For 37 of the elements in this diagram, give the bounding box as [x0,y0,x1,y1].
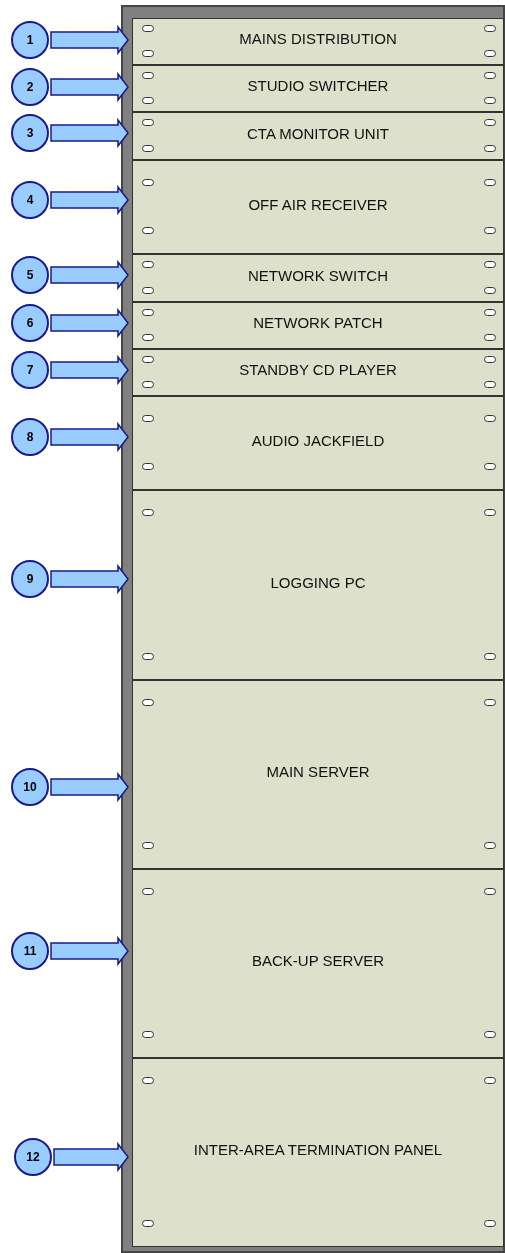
panel-label: OFF AIR RECEIVER [248,194,388,215]
panel-label: STANDBY CD PLAYER [239,360,397,381]
rack-unit-panel [132,490,504,680]
rack-unit-panel [132,396,504,490]
panel-label: NETWORK PATCH [253,313,383,334]
panel-label: MAINS DISTRIBUTION [239,29,397,50]
rack-unit-panel [132,349,504,396]
block-arrow [50,771,129,803]
panel-label: LOGGING PC [270,572,366,593]
rack-unit-panel [132,254,504,302]
panel-label: STUDIO SWITCHER [247,76,389,97]
panel-label: MAIN SERVER [266,762,370,783]
rack-unit-panel [132,18,504,65]
rack-unit-panel [132,869,504,1058]
block-arrow [50,307,129,339]
block-arrow [50,24,129,56]
block-arrow [50,935,129,967]
block-arrow [50,421,129,453]
rack-unit-panel [132,65,504,112]
block-arrow [50,354,129,386]
panel-label: AUDIO JACKFIELD [251,430,385,451]
block-arrow [50,259,129,291]
rack-unit-panel [132,680,504,869]
block-arrow [50,71,129,103]
rack-unit-panel [132,112,504,160]
panel-label: INTER-AREA TERMINATION PANEL [193,1140,443,1161]
panel-label: NETWORK SWITCH [248,265,388,286]
rack-unit-panel [132,1058,504,1247]
rack-unit-panel [132,302,504,349]
block-arrow [50,117,129,149]
rack-unit-panel [132,160,504,254]
block-arrow [50,563,129,595]
block-arrow [50,184,129,216]
panel-label: CTA MONITOR UNIT [247,123,389,144]
panel-label: BACK-UP SERVER [252,951,384,972]
equipment-rack [121,5,505,1253]
block-arrow [53,1141,129,1173]
